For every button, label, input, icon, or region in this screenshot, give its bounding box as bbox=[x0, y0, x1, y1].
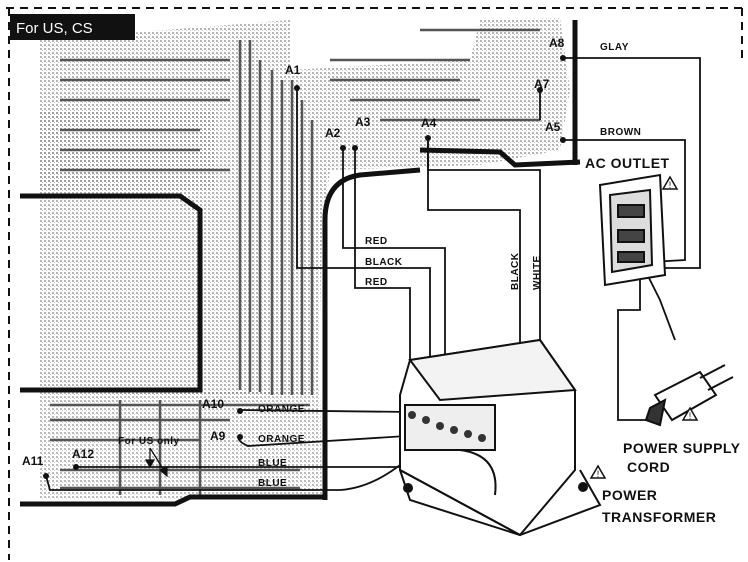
label-a1: A1 bbox=[285, 63, 301, 77]
label-a12: A12 bbox=[72, 447, 94, 461]
wire-label-red-top: RED bbox=[365, 236, 388, 247]
wire-label-orange-2: ORANGE bbox=[258, 434, 305, 445]
wire-red-bottom bbox=[354, 148, 411, 400]
label-a3: A3 bbox=[355, 115, 371, 129]
warning-icon: ! bbox=[689, 411, 692, 421]
wire-label-blue-2: BLUE bbox=[258, 478, 287, 489]
power-transformer-label-line2: TRANSFORMER bbox=[602, 509, 716, 525]
wire-label-white-vertical: WHITE bbox=[532, 255, 543, 290]
wire-black-a4 bbox=[427, 137, 521, 350]
label-a4: A4 bbox=[421, 116, 437, 130]
warning-icon: ! bbox=[597, 469, 600, 479]
wire-labels: GLAY BROWN RED BLACK RED BLACK WHITE ORA… bbox=[118, 42, 641, 489]
wire-brown bbox=[563, 139, 686, 263]
ac-outlet bbox=[598, 173, 667, 287]
wire-label-brown: BROWN bbox=[600, 127, 641, 138]
power-transformer-label-line1: POWER bbox=[602, 487, 657, 503]
connection-dots bbox=[43, 55, 566, 479]
ac-outlet-label: AC OUTLET bbox=[585, 155, 670, 171]
connection-point-labels: A1 A2 A3 A4 A5 A7 A8 A9 A10 A11 A12 bbox=[22, 36, 565, 468]
component-labels: AC OUTLET POWER SUPPLY CORD POWER TRANSF… bbox=[585, 155, 741, 525]
label-a2: A2 bbox=[325, 126, 341, 140]
note-arrows bbox=[144, 447, 168, 478]
label-a7: A7 bbox=[534, 77, 550, 91]
label-a5: A5 bbox=[545, 120, 561, 134]
label-a9: A9 bbox=[210, 429, 226, 443]
label-a10: A10 bbox=[202, 397, 224, 411]
wire-gray bbox=[563, 57, 701, 269]
warning-icon: ! bbox=[669, 180, 672, 190]
wire-white-a4 bbox=[427, 142, 541, 360]
power-supply-cord-label-line2: CORD bbox=[627, 459, 670, 475]
label-a11: A11 bbox=[22, 454, 44, 468]
dashed-border bbox=[6, 7, 744, 560]
pcb-traces bbox=[50, 28, 540, 495]
wire-label-orange-1: ORANGE bbox=[258, 404, 305, 415]
region-badge: For US, CS bbox=[10, 14, 135, 40]
warning-triangles bbox=[589, 175, 699, 479]
power-plug bbox=[644, 364, 734, 427]
wire-label-blue-1: BLUE bbox=[258, 458, 287, 469]
wires bbox=[45, 57, 701, 491]
label-a8: A8 bbox=[549, 36, 565, 50]
wire-cord bbox=[617, 270, 650, 421]
region-badge-text: For US, CS bbox=[16, 20, 93, 37]
wire-orange-1 bbox=[239, 409, 411, 413]
power-supply-cord-label-line1: POWER SUPPLY bbox=[623, 440, 741, 456]
wire-red-top bbox=[342, 148, 446, 385]
wire-label-red-bottom: RED bbox=[365, 277, 388, 288]
wire-label-gray: GLAY bbox=[600, 42, 629, 53]
wire-label-black: BLACK bbox=[365, 257, 403, 268]
wire-blue-2 bbox=[45, 444, 471, 491]
wire-label-black-vertical: BLACK bbox=[510, 252, 521, 290]
power-transformer bbox=[399, 338, 602, 537]
wire-a1 bbox=[296, 88, 431, 380]
note-us-only: For US only bbox=[118, 436, 180, 447]
